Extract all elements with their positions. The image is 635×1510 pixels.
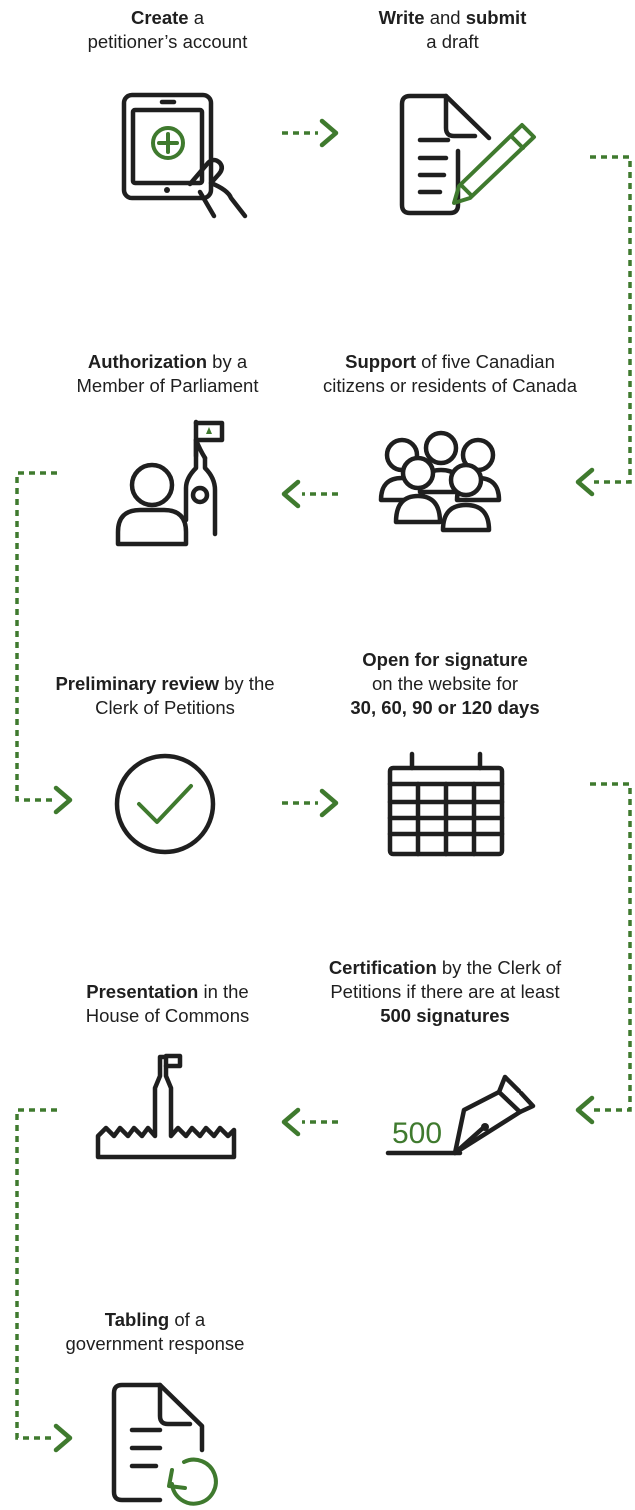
label-line: Tabling of a bbox=[45, 1308, 265, 1332]
label-text: a bbox=[188, 7, 205, 28]
label-line: government response bbox=[45, 1332, 265, 1356]
label-line: Petitions if there are at least bbox=[300, 980, 590, 1004]
label-line: a draft bbox=[340, 30, 565, 54]
label-bold-text: Tabling bbox=[104, 1309, 170, 1330]
calendar-icon bbox=[387, 751, 505, 857]
label-line: on the website for bbox=[320, 672, 570, 696]
label-text: by the bbox=[218, 673, 275, 694]
label-text: on the website for bbox=[371, 673, 519, 694]
label-line: Create a bbox=[60, 6, 275, 30]
label-bold-text: Preliminary review bbox=[55, 673, 219, 694]
label-bold-text: Authorization bbox=[87, 351, 208, 372]
label-line: House of Commons bbox=[55, 1004, 280, 1028]
connector-elbow-6-to-7 bbox=[575, 782, 632, 1125]
label-line: Member of Parliament bbox=[40, 374, 295, 398]
document-pencil-icon bbox=[399, 93, 536, 216]
label-line: Write and submit bbox=[340, 6, 565, 30]
label-text: of five Canadian bbox=[416, 351, 555, 372]
label-text: a draft bbox=[426, 31, 479, 52]
label-text: government response bbox=[65, 1333, 245, 1354]
connector-arrow-1-to-2 bbox=[282, 118, 339, 148]
connector-elbow-4-to-5 bbox=[15, 471, 73, 815]
connector-elbow-8-to-9 bbox=[15, 1108, 73, 1453]
label-line: Preliminary review by the bbox=[30, 672, 300, 696]
label-text: House of Commons bbox=[85, 1005, 250, 1026]
connector-arrow-5-to-6 bbox=[282, 788, 339, 818]
label-line: 500 signatures bbox=[300, 1004, 590, 1028]
label-bold-text: Create bbox=[130, 7, 189, 28]
label-text: of a bbox=[169, 1309, 206, 1330]
label-bold-text: 30, 60, 90 or 120 days bbox=[350, 697, 540, 718]
label-bold-text: 500 signatures bbox=[380, 1005, 510, 1026]
label-bold-text: Support bbox=[345, 351, 417, 372]
label-text: Petitions if there are at least bbox=[330, 981, 560, 1002]
label-line: Authorization by a bbox=[40, 350, 295, 374]
checkmark-circle-icon bbox=[114, 753, 216, 855]
mp-with-peace-tower-icon bbox=[115, 419, 225, 547]
connector-elbow-2-to-3 bbox=[575, 155, 632, 497]
step-label-open-signature: Open for signature on the website for 30, … bbox=[320, 648, 570, 720]
label-line: Presentation in the bbox=[55, 980, 280, 1004]
label-text: petitioner’s account bbox=[87, 31, 248, 52]
label-line: Support of five Canadian bbox=[300, 350, 600, 374]
tablet-plus-icon bbox=[121, 92, 248, 219]
label-bold-text: submit bbox=[465, 7, 527, 28]
label-line: petitioner’s account bbox=[60, 30, 275, 54]
label-text: Member of Parliament bbox=[76, 375, 259, 396]
label-bold-text: Write bbox=[378, 7, 425, 28]
label-text: citizens or residents of Canada bbox=[323, 375, 577, 396]
connector-arrow-7-to-8 bbox=[281, 1107, 338, 1137]
label-line: Clerk of Petitions bbox=[30, 696, 300, 720]
label-text: in the bbox=[198, 981, 249, 1002]
label-line: Open for signature bbox=[320, 648, 570, 672]
parliament-skyline-icon bbox=[95, 1053, 237, 1160]
document-return-icon bbox=[111, 1382, 218, 1506]
fountain-pen-500-icon: 500 bbox=[385, 1074, 536, 1156]
label-text: by the Clerk of bbox=[436, 957, 562, 978]
label-text: Clerk of Petitions bbox=[95, 697, 235, 718]
label-text: by a bbox=[207, 351, 248, 372]
label-line: 30, 60, 90 or 120 days bbox=[320, 696, 570, 720]
label-line: citizens or residents of Canada bbox=[300, 374, 600, 398]
label-bold-text: Certification bbox=[328, 957, 437, 978]
label-bold-text: Open for signature bbox=[362, 649, 528, 670]
label-line: Certification by the Clerk of bbox=[300, 956, 590, 980]
signature-count-label: 500 bbox=[392, 1117, 442, 1150]
label-text: and bbox=[424, 7, 466, 28]
connector-arrow-3-to-4 bbox=[281, 479, 338, 509]
group-of-people-icon bbox=[378, 430, 502, 533]
label-bold-text: Presentation bbox=[86, 981, 199, 1002]
